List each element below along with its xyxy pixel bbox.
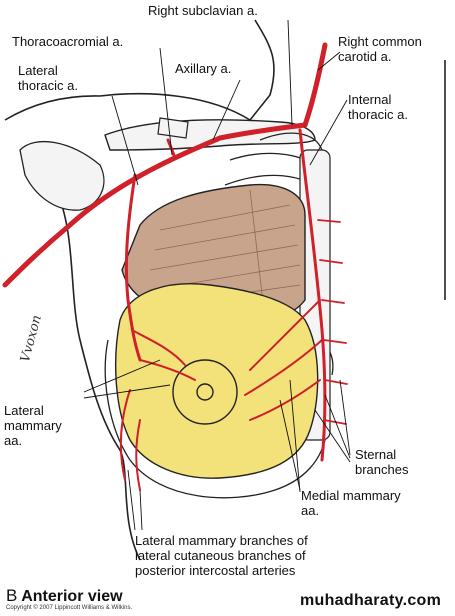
lateral-mammary-arteries — [131, 329, 196, 381]
coracoid-process — [157, 117, 189, 139]
label-lateral-mammary-branches: Lateral mammary branches of lateral cuta… — [135, 533, 308, 578]
right-subclavian-artery — [217, 122, 308, 141]
label-axillary-artery: Axillary a. — [175, 61, 232, 76]
lateral-cutaneous-branches — [119, 389, 141, 491]
right-common-carotid-artery — [302, 42, 328, 128]
label-lateral-mammary-arteries: Lateral mammary aa. — [4, 403, 62, 448]
label-medial-mammary-arteries: Medial mammary aa. — [301, 488, 401, 518]
panel-view: Anterior view — [21, 588, 123, 605]
label-right-subclavian-artery: Right subclavian a. — [148, 3, 258, 18]
label-thoracoacromial-artery: Thoracoacromial a. — [12, 34, 124, 49]
trunk-outline — [4, 60, 446, 300]
label-lateral-thoracic-artery: Lateral thoracic a. — [18, 63, 78, 93]
internal-thoracic-artery — [298, 128, 327, 462]
leader-lines — [83, 19, 351, 531]
panel-letter: B — [6, 586, 18, 605]
sternal-branches — [317, 219, 348, 425]
clavicle — [104, 119, 316, 151]
panel-label: B Anterior view — [6, 586, 123, 606]
label-internal-thoracic-artery: Internal thoracic a. — [348, 92, 408, 122]
label-sternal-branches: Sternal branches — [355, 447, 409, 477]
neck-outline — [249, 19, 275, 121]
medial-mammary-arteries — [244, 299, 323, 421]
arteries — [2, 42, 348, 491]
lateral-thoracic-artery — [124, 173, 142, 362]
shoulder-bone — [19, 140, 105, 211]
axillary-artery — [2, 135, 223, 288]
label-right-common-carotid-artery: Right common carotid a. — [338, 34, 422, 64]
watermark: muhadharaty.com — [300, 592, 442, 609]
copyright-notice: Copyright © 2007 Lippincott Williams & W… — [6, 605, 133, 611]
nipple — [196, 383, 214, 401]
breast-skin-outline — [104, 339, 326, 499]
